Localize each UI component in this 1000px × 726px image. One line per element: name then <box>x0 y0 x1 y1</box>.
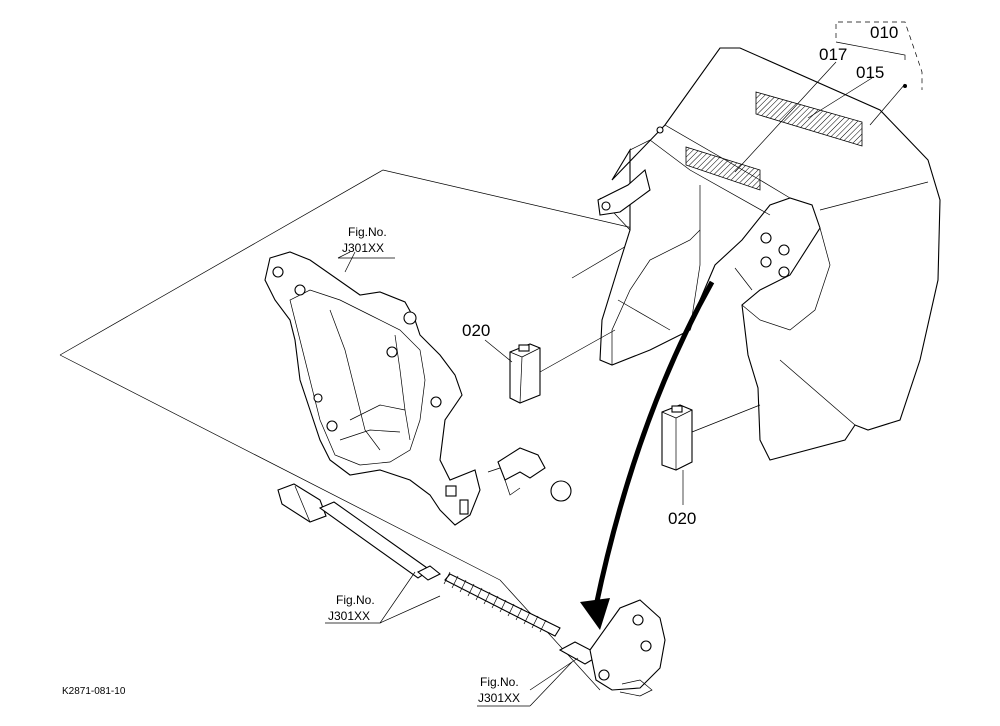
rubber-pad-upper <box>509 329 616 404</box>
rubber-pad-lower <box>661 404 761 505</box>
rod-assembly <box>277 483 666 697</box>
callout-010: 010 <box>870 23 898 42</box>
cover-assembly <box>597 21 941 461</box>
figref-middle-code: J301XX <box>328 609 370 623</box>
figref-middle-title: Fig.No. <box>336 593 375 607</box>
callout-015: 015 <box>856 63 884 82</box>
clip-and-ball <box>487 447 572 502</box>
spring <box>443 571 547 633</box>
callout-020-lower: 020 <box>668 509 696 528</box>
label-017 <box>685 146 761 191</box>
figref-upper-code: J301XX <box>342 241 384 255</box>
figref-upper-title: Fig.No. <box>348 225 387 239</box>
figref-lower-code: J301XX <box>478 691 520 705</box>
figref-lower-title: Fig.No. <box>480 675 519 689</box>
assembly-arrow <box>580 280 715 630</box>
callout-017: 017 <box>819 45 847 64</box>
leader-dot <box>903 84 907 88</box>
reference-plane <box>59 169 651 691</box>
drawing-id: K2871-081-10 <box>62 686 126 697</box>
bracket-frame <box>264 251 481 526</box>
callout-020-upper: 020 <box>462 321 490 340</box>
label-015 <box>755 91 863 147</box>
